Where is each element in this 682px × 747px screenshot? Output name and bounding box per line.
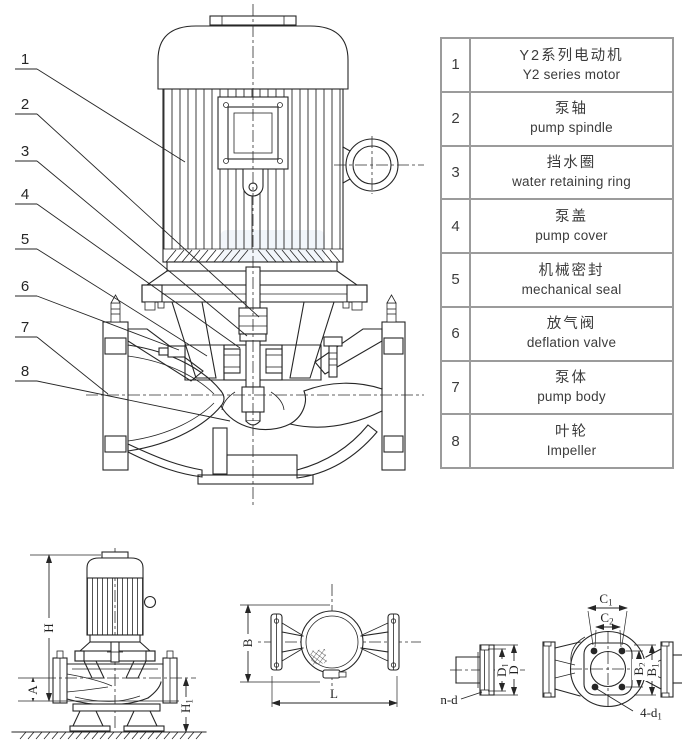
part-name-en: pump spindle — [530, 120, 613, 136]
part-number: 8 — [442, 415, 471, 467]
dim-label-H: H — [41, 623, 56, 632]
table-row: 8 叶轮 Impeller — [442, 415, 672, 467]
callout-7: 7 — [15, 319, 109, 395]
bolt-hole — [591, 683, 599, 691]
dim-label-C2: C2 — [600, 610, 613, 627]
callout-4: 4 — [15, 186, 241, 349]
part-number: 7 — [442, 361, 471, 414]
table-row: 6 放气阀 deflation valve — [442, 307, 672, 362]
table-row: 7 泵体 pump body — [442, 361, 672, 416]
part-name-en: Impeller — [546, 442, 597, 458]
port-view: C1 C2 B2 B1 4-d1 — [542, 591, 682, 722]
part-name-zh: 泵盖 — [555, 208, 588, 225]
bolt-hole — [590, 647, 598, 655]
callout-6: 6 — [15, 278, 180, 351]
dim-label-B1: B1 — [644, 663, 661, 676]
bolt-hole — [618, 683, 626, 691]
callout-8-number: 8 — [21, 363, 29, 380]
part-description: 泵盖 pump cover — [471, 200, 672, 252]
dim-label-A: A — [25, 685, 40, 695]
dim-label-B2: B2 — [631, 662, 648, 675]
callout-3: 3 — [15, 143, 248, 337]
side-boss — [334, 136, 424, 194]
callout-1-number: 1 — [21, 51, 29, 68]
callout-4-number: 4 — [21, 186, 29, 203]
pump-casing — [102, 294, 406, 485]
callout-7-number: 7 — [21, 319, 29, 336]
discharge-flange — [381, 294, 406, 471]
parts-table: 1 Y2系列电动机 Y2 series motor 2 泵轴 pump spin… — [440, 37, 674, 469]
callout-3-number: 3 — [21, 143, 29, 160]
motor-section — [141, 15, 424, 311]
part-description: 叶轮 Impeller — [471, 415, 672, 467]
dim-label-L: L — [330, 686, 338, 701]
part-name-en: mechanical seal — [521, 281, 622, 297]
part-description: 放气阀 deflation valve — [471, 308, 672, 360]
pump-cross-section-drawing: 1 2 3 4 5 6 7 8 — [15, 4, 424, 508]
dim-label-H1: H1 — [178, 699, 195, 713]
part-description: 机械密封 mechanical seal — [471, 254, 672, 306]
dim-label-D: D — [506, 665, 521, 674]
table-row: 2 泵轴 pump spindle — [442, 92, 672, 147]
bolt-hole — [618, 647, 626, 655]
callout-8: 8 — [15, 363, 231, 422]
part-description: 泵体 pump body — [471, 362, 672, 414]
part-description: Y2系列电动机 Y2 series motor — [471, 39, 672, 91]
dim-label-4-d1: 4-d1 — [640, 705, 662, 722]
part-description: 挡水圈 water retaining ring — [471, 147, 672, 199]
part-name-zh: 泵体 — [555, 370, 588, 387]
pump-cover-assembly — [158, 336, 343, 381]
callout-5: 5 — [15, 231, 208, 357]
part-name-en: pump cover — [535, 227, 608, 243]
table-row: 4 泵盖 pump cover — [442, 200, 672, 254]
dim-label-n-d: n-d — [440, 692, 458, 707]
part-number: 2 — [442, 92, 471, 145]
knurl-patch — [310, 648, 327, 665]
part-name-en: pump body — [537, 389, 606, 405]
part-number: 5 — [442, 254, 471, 306]
dim-label-B: B — [240, 638, 255, 647]
elevation-view: H A H1 — [11, 548, 207, 740]
part-number: 1 — [442, 39, 471, 91]
dim-label-D1: D1 — [494, 663, 511, 677]
table-row: 5 机械密封 mechanical seal — [442, 254, 672, 308]
callouts: 1 2 3 4 5 6 7 8 — [15, 51, 260, 422]
part-name-en: water retaining ring — [512, 174, 631, 190]
callout-5-number: 5 — [21, 231, 29, 248]
top-view: B L — [240, 584, 421, 707]
table-row: 3 挡水圈 water retaining ring — [442, 146, 672, 201]
part-name-en: Y2 series motor — [522, 66, 621, 82]
pump-foot — [197, 427, 314, 485]
callout-2: 2 — [15, 96, 260, 318]
part-name-zh: 机械密封 — [538, 262, 605, 279]
callout-6-number: 6 — [21, 278, 29, 295]
part-number: 3 — [442, 146, 471, 199]
part-name-en: deflation valve — [526, 335, 617, 351]
cover-stud-bolt — [323, 336, 343, 378]
part-number: 4 — [442, 200, 471, 252]
flange-detail-view: D1 D n-d — [440, 644, 528, 707]
support-bracket — [171, 301, 335, 379]
part-name-zh: 放气阀 — [546, 316, 597, 333]
part-number: 6 — [442, 307, 471, 360]
suction-flange — [102, 294, 129, 471]
part-description: 泵轴 pump spindle — [471, 93, 672, 145]
deflation-valve — [158, 345, 186, 358]
part-name-zh: 挡水圈 — [546, 155, 597, 172]
table-row: 1 Y2系列电动机 Y2 series motor — [442, 39, 672, 93]
dimension-drawings: H A H1 B L — [11, 548, 682, 740]
part-name-zh: 泵轴 — [555, 101, 588, 118]
callout-1: 1 — [15, 51, 186, 163]
part-name-zh: Y2系列电动机 — [519, 47, 624, 64]
callout-2-number: 2 — [21, 96, 29, 113]
part-name-zh: 叶轮 — [555, 423, 588, 440]
mechanical-seal — [223, 348, 241, 374]
dim-label-C1: C1 — [599, 591, 612, 608]
